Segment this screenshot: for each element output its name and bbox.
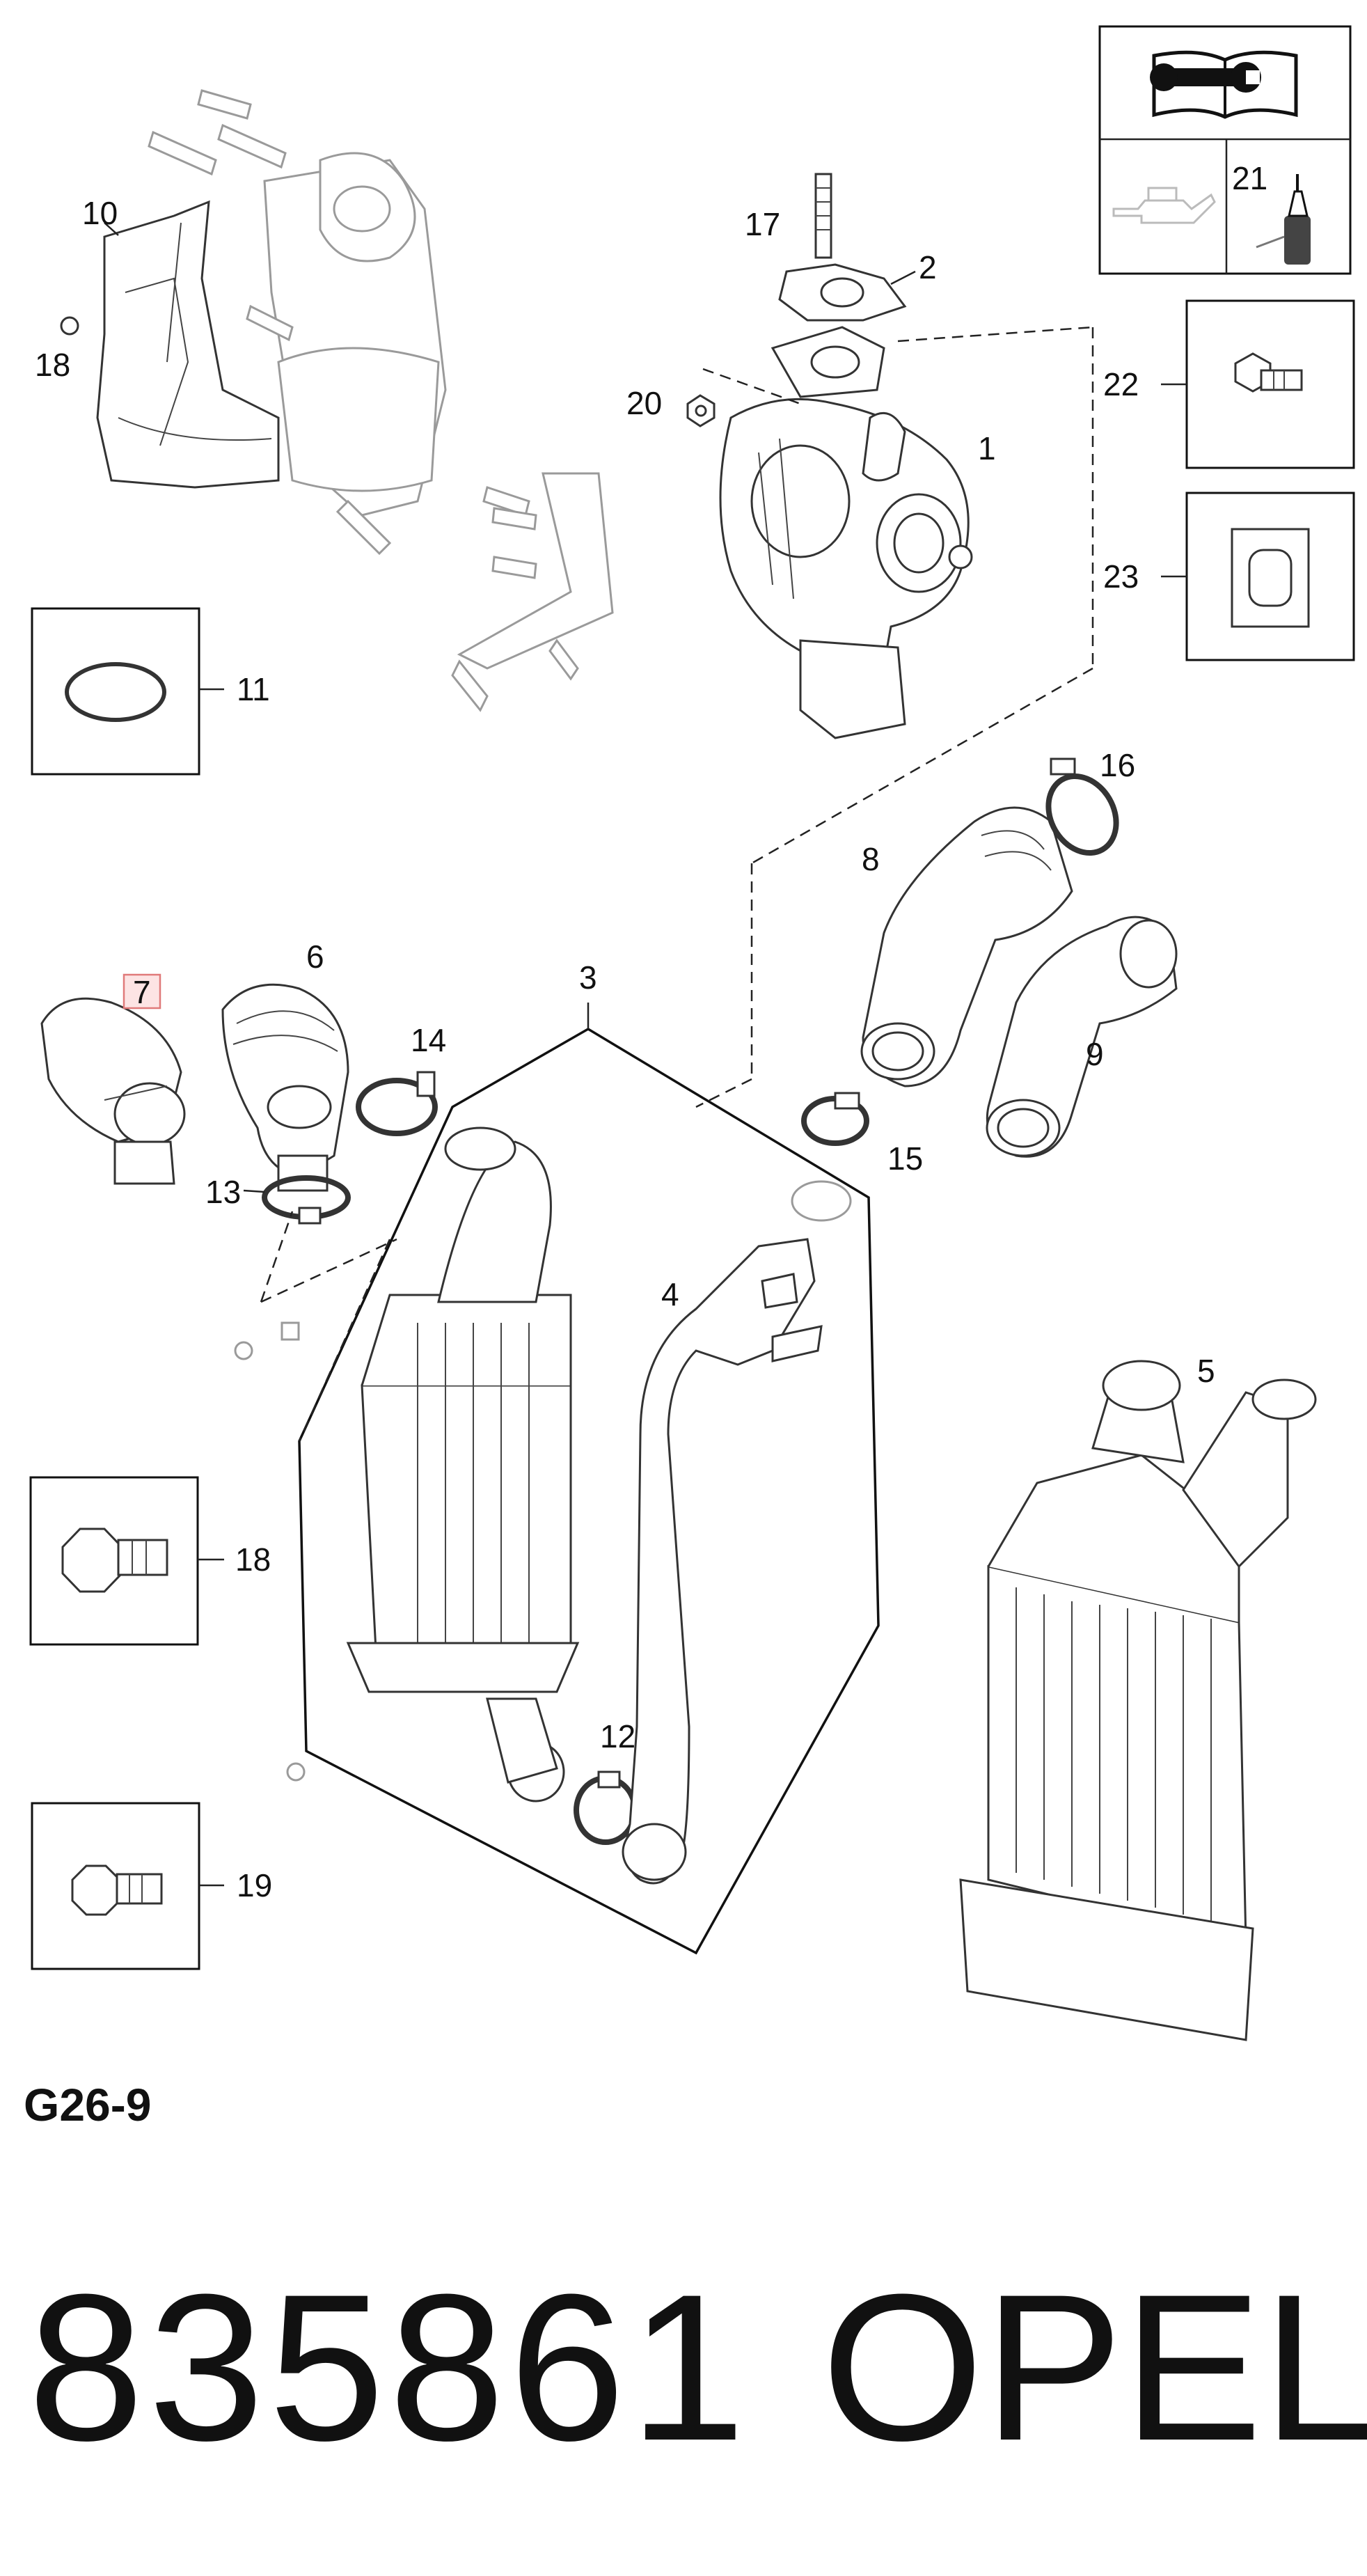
callout-2: 2 [919, 249, 937, 285]
sealant-tube-icon [1256, 174, 1311, 265]
callout-20: 20 [626, 385, 662, 421]
callout-23: 23 [1103, 558, 1139, 595]
intercooler-5: 5 [959, 1353, 1317, 2041]
callout-7-marker: 7 [123, 973, 161, 1010]
callout-16: 16 [1100, 747, 1135, 783]
oring-box-11: 11 [31, 607, 270, 776]
heat-shield-10: 10 18 [35, 195, 280, 489]
stud-17 [814, 173, 832, 259]
callout-19: 19 [237, 1867, 272, 1903]
callout-11: 11 [237, 671, 270, 707]
hose-9: 9 [986, 916, 1178, 1158]
fastener-box-22: 22 [1103, 299, 1355, 469]
callout-1: 1 [978, 430, 996, 466]
callout-4: 4 [661, 1276, 679, 1312]
bolt-box-19: 19 [31, 1802, 272, 1970]
parts-diagram: 21 22 23 11 18 19 [29, 25, 1355, 2041]
assembly-outline-3: 3 [298, 959, 880, 1955]
clamp-12: 12 [574, 1718, 638, 1845]
callout-18a: 18 [35, 347, 70, 383]
callout-17: 17 [745, 206, 780, 242]
oil-can-icon [1112, 187, 1216, 224]
callout-22: 22 [1103, 366, 1139, 402]
hose-7 [40, 997, 186, 1185]
manual-icon-panel: 21 [1098, 25, 1352, 275]
gasket-2 [771, 263, 907, 398]
clamp-16: 16 [1045, 747, 1135, 856]
callout-10: 10 [82, 195, 118, 231]
fastener-box-23: 23 [1103, 492, 1355, 661]
repair-manual-icon [1150, 50, 1298, 119]
intercooler-3 [346, 1126, 580, 1803]
callout-5: 5 [1197, 1353, 1215, 1389]
hose-8: 8 [860, 806, 1073, 1087]
bolt-box-18: 18 [29, 1476, 271, 1646]
callout-3: 3 [579, 959, 597, 996]
hose-6: 6 [221, 938, 349, 1192]
callout-7: 7 [133, 974, 151, 1010]
clamp-13: 13 [205, 1174, 351, 1225]
support-bracket [451, 472, 614, 712]
clamp-15: 15 [801, 1092, 923, 1177]
nut-20 [686, 394, 716, 427]
callout-6: 6 [306, 938, 324, 975]
brand-name: OPEL [821, 2250, 1367, 2484]
callout-9: 9 [1086, 1036, 1104, 1072]
diagram-code: G26-9 [24, 2079, 152, 2130]
exhaust-manifold-catalyst [148, 89, 614, 712]
part-number: 835861 [28, 2250, 750, 2484]
callout-21: 21 [1232, 160, 1267, 196]
callout-14: 14 [411, 1022, 446, 1058]
clamp-14: 14 [356, 1022, 446, 1136]
callout-18b: 18 [235, 1541, 271, 1578]
callout-8: 8 [862, 841, 880, 877]
charge-pipe-4: 4 [622, 1180, 852, 1885]
callout-13: 13 [205, 1174, 241, 1210]
turbocharger-1 [719, 398, 973, 739]
callout-12: 12 [600, 1718, 635, 1754]
manifold-studs [148, 89, 530, 556]
callout-15: 15 [887, 1140, 923, 1177]
